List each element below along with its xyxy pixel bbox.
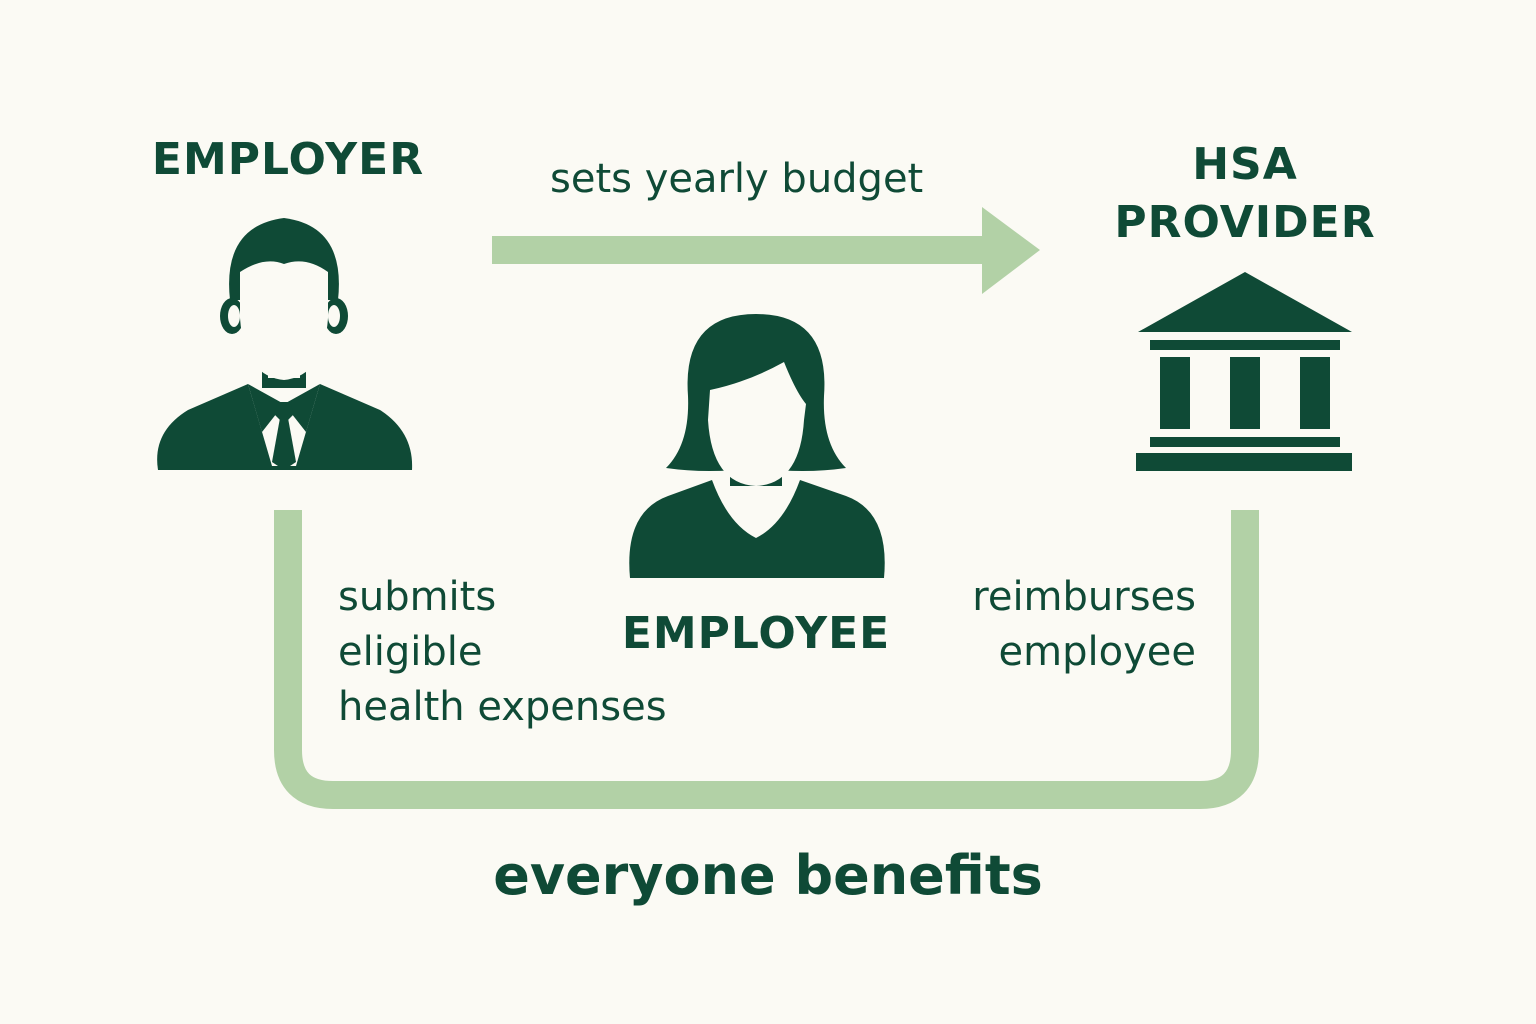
submits-line-3: health expenses	[338, 684, 667, 730]
reimburses-line-2: employee	[998, 629, 1196, 675]
reimburses-line-1: reimburses	[972, 574, 1196, 620]
submits-line-2: eligible	[338, 629, 483, 675]
employer-label: EMPLOYER	[151, 134, 425, 185]
submits-line-1: submits	[338, 574, 497, 620]
footer-caption: everyone benefits	[493, 844, 1043, 907]
provider-label-line1: HSA	[1192, 139, 1298, 190]
submits-edge-label: submits eligible health expenses	[338, 570, 667, 735]
reimburses-edge-label: reimburses employee	[900, 570, 1196, 680]
budget-edge-label: sets yearly budget	[550, 156, 924, 202]
benefit-loop-connector	[274, 510, 1259, 809]
provider-label-line2: PROVIDER	[1114, 197, 1376, 248]
bank-building-icon	[1136, 272, 1352, 471]
woman-icon	[629, 314, 885, 578]
provider-label: HSA PROVIDER	[1085, 136, 1405, 252]
businessman-icon	[157, 218, 413, 470]
employee-label: EMPLOYEE	[621, 608, 891, 659]
budget-arrow	[492, 207, 1040, 294]
